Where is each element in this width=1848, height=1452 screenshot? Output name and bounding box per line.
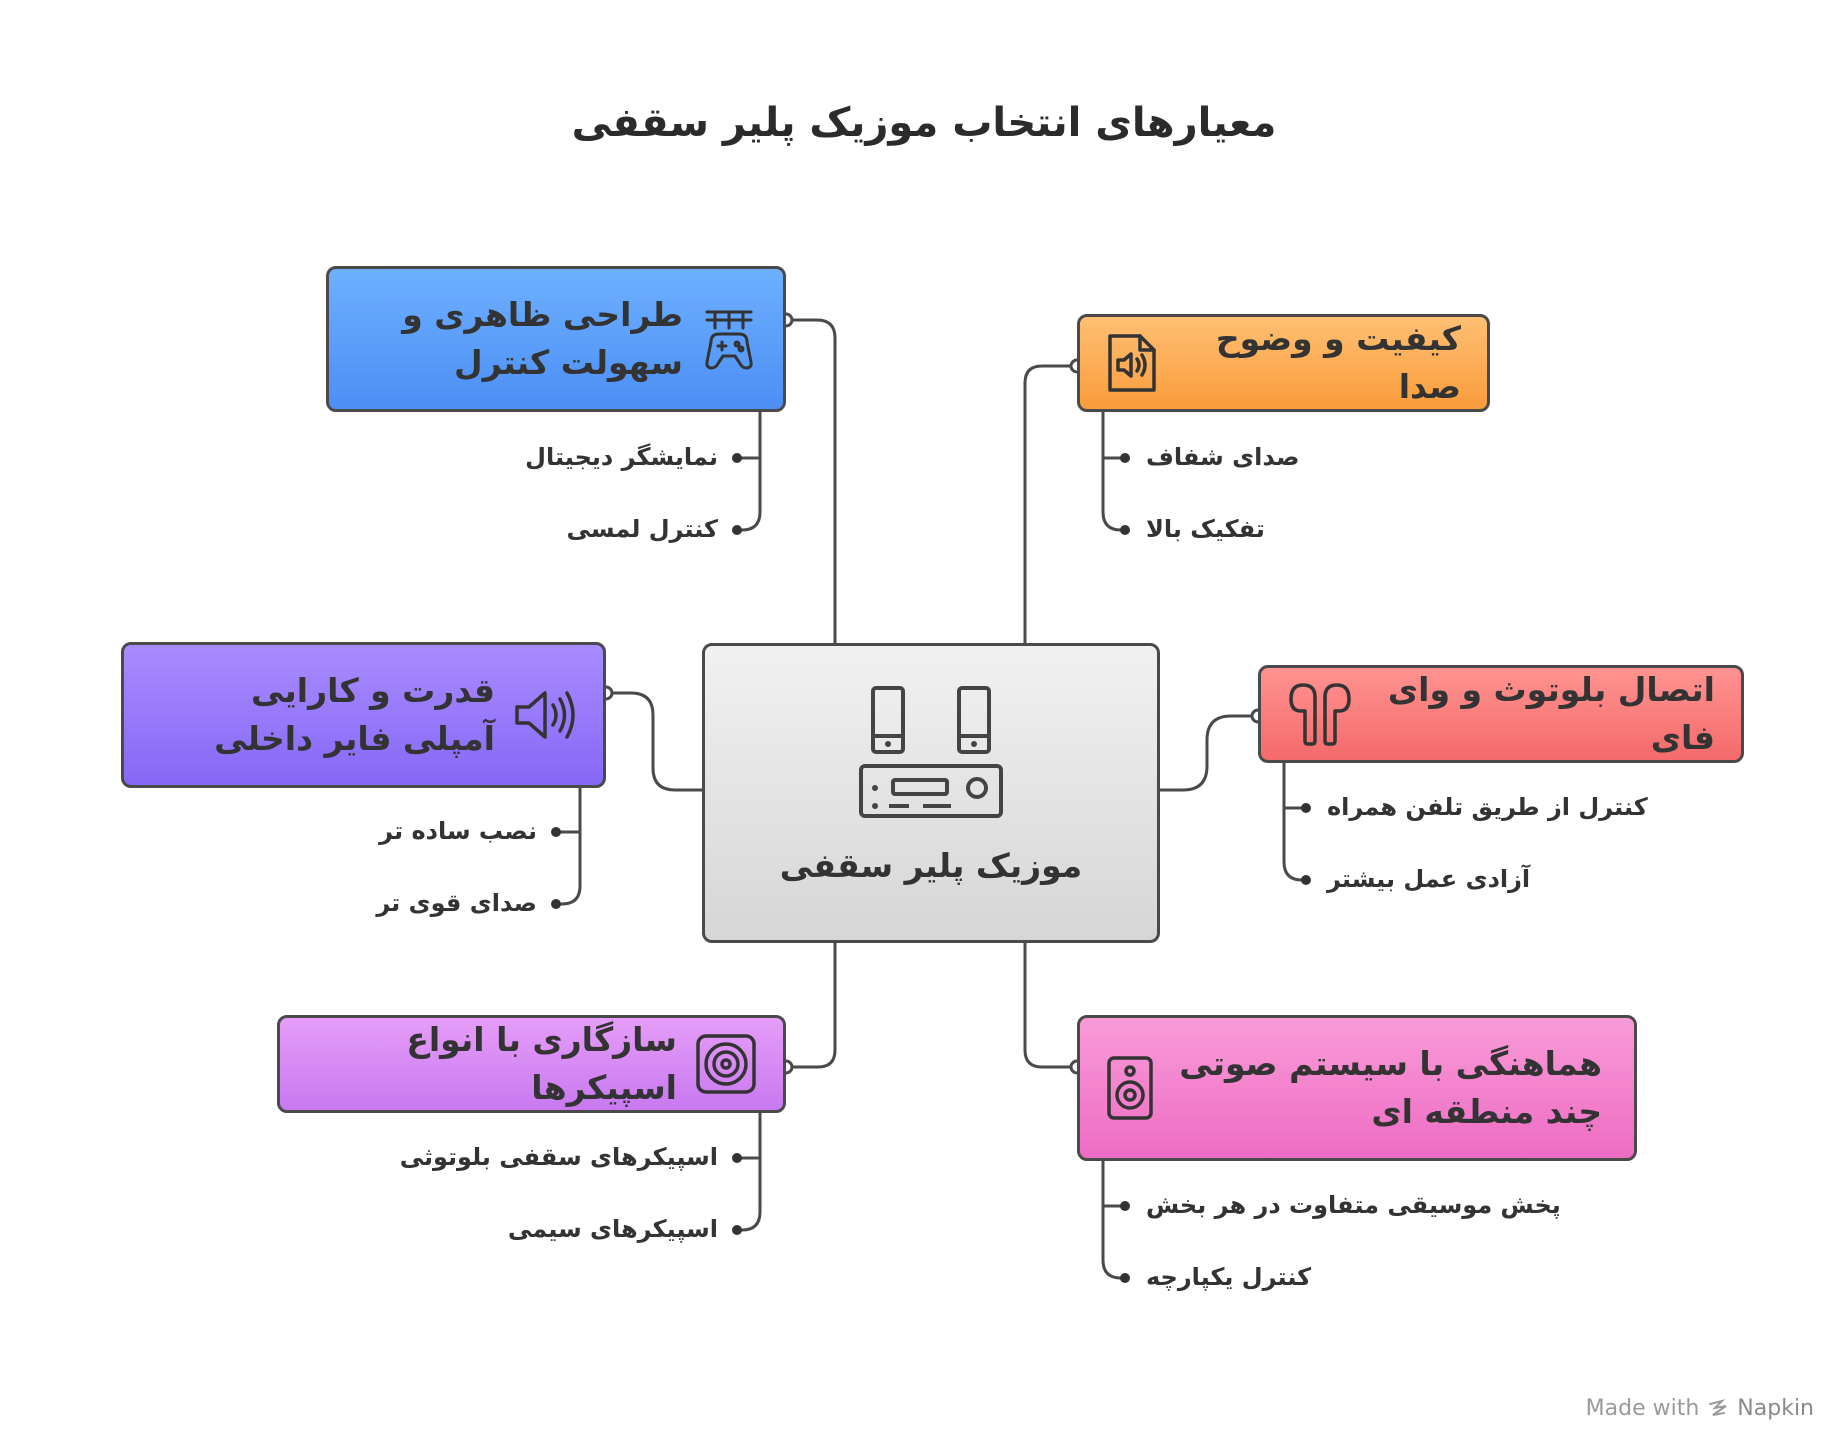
made-with-label: Made with [1585,1396,1700,1421]
node-quality: کیفیت و وضوح صدا [1077,314,1490,412]
list-item: اسپیکرهای سیمی [507,1215,718,1243]
list-item: نصب ساده تر [379,817,537,845]
node-compatibility-label: سازگاری با انواع اسپیکرها [406,1020,677,1107]
audio-file-icon [1108,334,1156,392]
speaker-icon [1107,1056,1153,1120]
node-compatibility: سازگاری با انواع اسپیکرها [277,1015,786,1113]
center-label: موزیک پلیر سقفی [779,846,1083,885]
node-bluetooth-label: اتصال بلوتوث و وای فای [1387,670,1715,757]
branch-bluetooth [1282,763,1306,882]
node-multizone-label: هماهنگی با سیستم صوتی چند منطقه ای [1179,1044,1602,1131]
node-amplifier: قدرت و کارایی آمپلی فایر داخلی [121,642,606,788]
list-item: صدای شفاف [1146,443,1300,471]
audio-receiver-icon [859,686,1003,818]
connector-compatibility [786,943,837,1069]
list-item: صدای قوی تر [376,889,537,917]
list-item: آزادی عمل بیشتر [1327,865,1531,893]
branch-compatibility [737,1113,762,1232]
list-item: اسپیکرهای سقفی بلوتوثی [399,1143,718,1171]
branch-quality [1101,412,1125,532]
list-item: کنترل یکپارچه [1146,1263,1312,1291]
made-with-napkin-watermark: Made with Napkin [1586,1396,1814,1421]
speaker-volume-icon [515,691,575,739]
subwoofer-icon [696,1034,756,1094]
list-item: پخش موسیقی متفاوت در هر بخش [1146,1191,1561,1219]
branch-amplifier [556,788,582,906]
connector-quality [1023,364,1077,643]
connector-design [786,318,837,643]
node-quality-label: کیفیت و وضوح صدا [1215,319,1461,406]
diagram-title: معیارهای انتخاب موزیک پلیر سقفی [571,100,1277,146]
center-node: موزیک پلیر سقفی [702,643,1160,943]
node-design: طراحی ظاهری و سهولت کنترل [326,266,786,412]
connector-multizone [1023,943,1077,1069]
list-item: کنترل لمسی [566,515,718,543]
node-amplifier-label: قدرت و کارایی آمپلی فایر داخلی [214,671,495,758]
branch-multizone [1101,1161,1125,1280]
branch-design [737,412,762,532]
earbuds-icon [1289,683,1351,746]
list-item: کنترل از طریق تلفن همراه [1327,793,1648,821]
napkin-brand-label: Napkin [1737,1396,1814,1421]
gamepad-icon [705,310,753,370]
connector-bluetooth [1160,714,1258,792]
node-multizone: هماهنگی با سیستم صوتی چند منطقه ای [1077,1015,1637,1161]
list-item: تفکیک بالا [1146,515,1265,543]
napkin-logo-icon [1709,1398,1727,1416]
node-bluetooth: اتصال بلوتوث و وای فای [1258,665,1744,763]
node-design-label: طراحی ظاهری و سهولت کنترل [402,295,683,382]
list-item: نمایشگر دیجیتال [525,443,718,471]
connector-amplifier [606,691,702,792]
